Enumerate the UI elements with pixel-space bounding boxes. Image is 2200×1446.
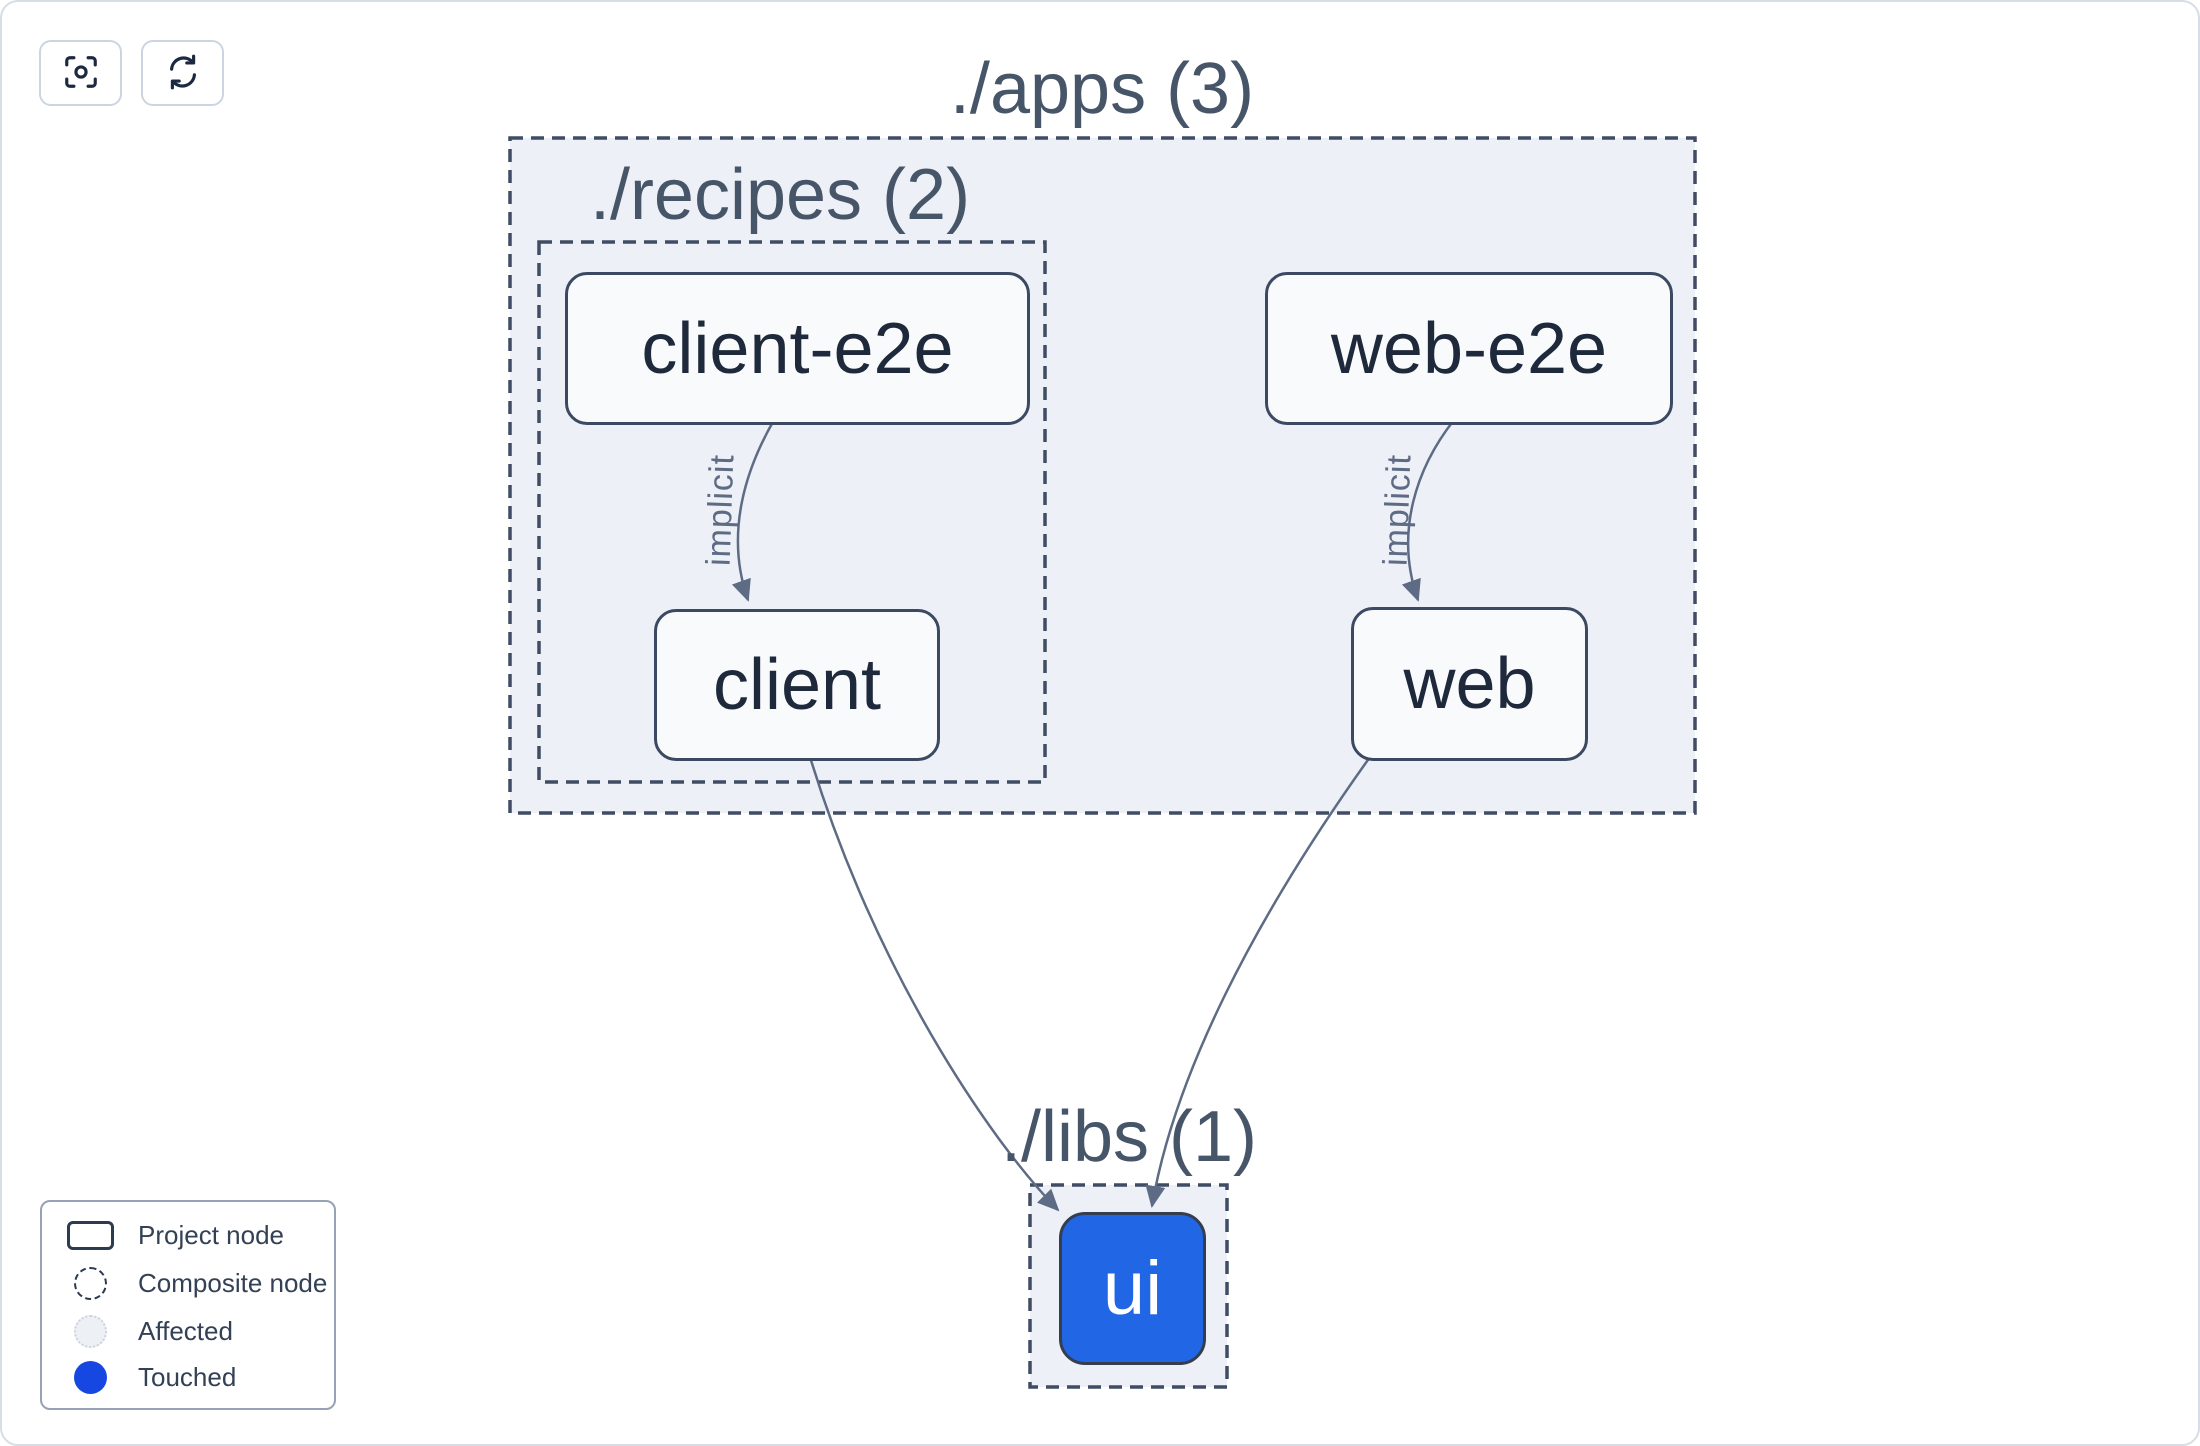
legend-label: Affected bbox=[138, 1315, 233, 1346]
container-title-apps: ./apps (3) bbox=[949, 49, 1255, 129]
edge-label-implicit-web: implicit bbox=[1376, 453, 1419, 567]
project-node-swatch bbox=[66, 1220, 114, 1250]
edge-web-ui bbox=[1145, 756, 1372, 1208]
focus-icon bbox=[62, 53, 100, 94]
touched-swatch bbox=[73, 1360, 107, 1394]
node-web-e2e[interactable]: web-e2e bbox=[1265, 272, 1673, 425]
edge-web-e2e-web bbox=[1401, 419, 1455, 602]
node-web[interactable]: web bbox=[1351, 607, 1588, 761]
legend-label: Project node bbox=[138, 1219, 284, 1250]
composite-node-swatch bbox=[73, 1266, 107, 1300]
center-graph-button[interactable] bbox=[39, 40, 122, 106]
container-title-recipes: ./recipes (2) bbox=[589, 155, 971, 235]
legend-item-project-node: Project node bbox=[42, 1211, 334, 1259]
legend-item-affected: Affected bbox=[42, 1307, 334, 1355]
legend-item-composite-node: Composite node bbox=[42, 1259, 334, 1307]
node-client[interactable]: client bbox=[654, 609, 940, 761]
legend-label: Composite node bbox=[138, 1267, 328, 1298]
container-title-libs: ./libs (1) bbox=[1000, 1097, 1258, 1177]
legend-item-touched: Touched bbox=[42, 1353, 334, 1401]
node-client-e2e[interactable]: client-e2e bbox=[565, 272, 1030, 425]
edge-client-ui bbox=[808, 756, 1060, 1212]
node-ui[interactable]: ui bbox=[1059, 1212, 1206, 1365]
edge-label-implicit-client: implicit bbox=[699, 453, 742, 567]
refresh-graph-button[interactable] bbox=[141, 40, 224, 106]
legend: Project node Composite node Affected Tou… bbox=[40, 1200, 336, 1410]
refresh-icon bbox=[164, 53, 202, 94]
affected-swatch bbox=[73, 1314, 107, 1348]
edge-client-e2e-client bbox=[731, 419, 776, 602]
legend-label: Touched bbox=[138, 1361, 237, 1392]
